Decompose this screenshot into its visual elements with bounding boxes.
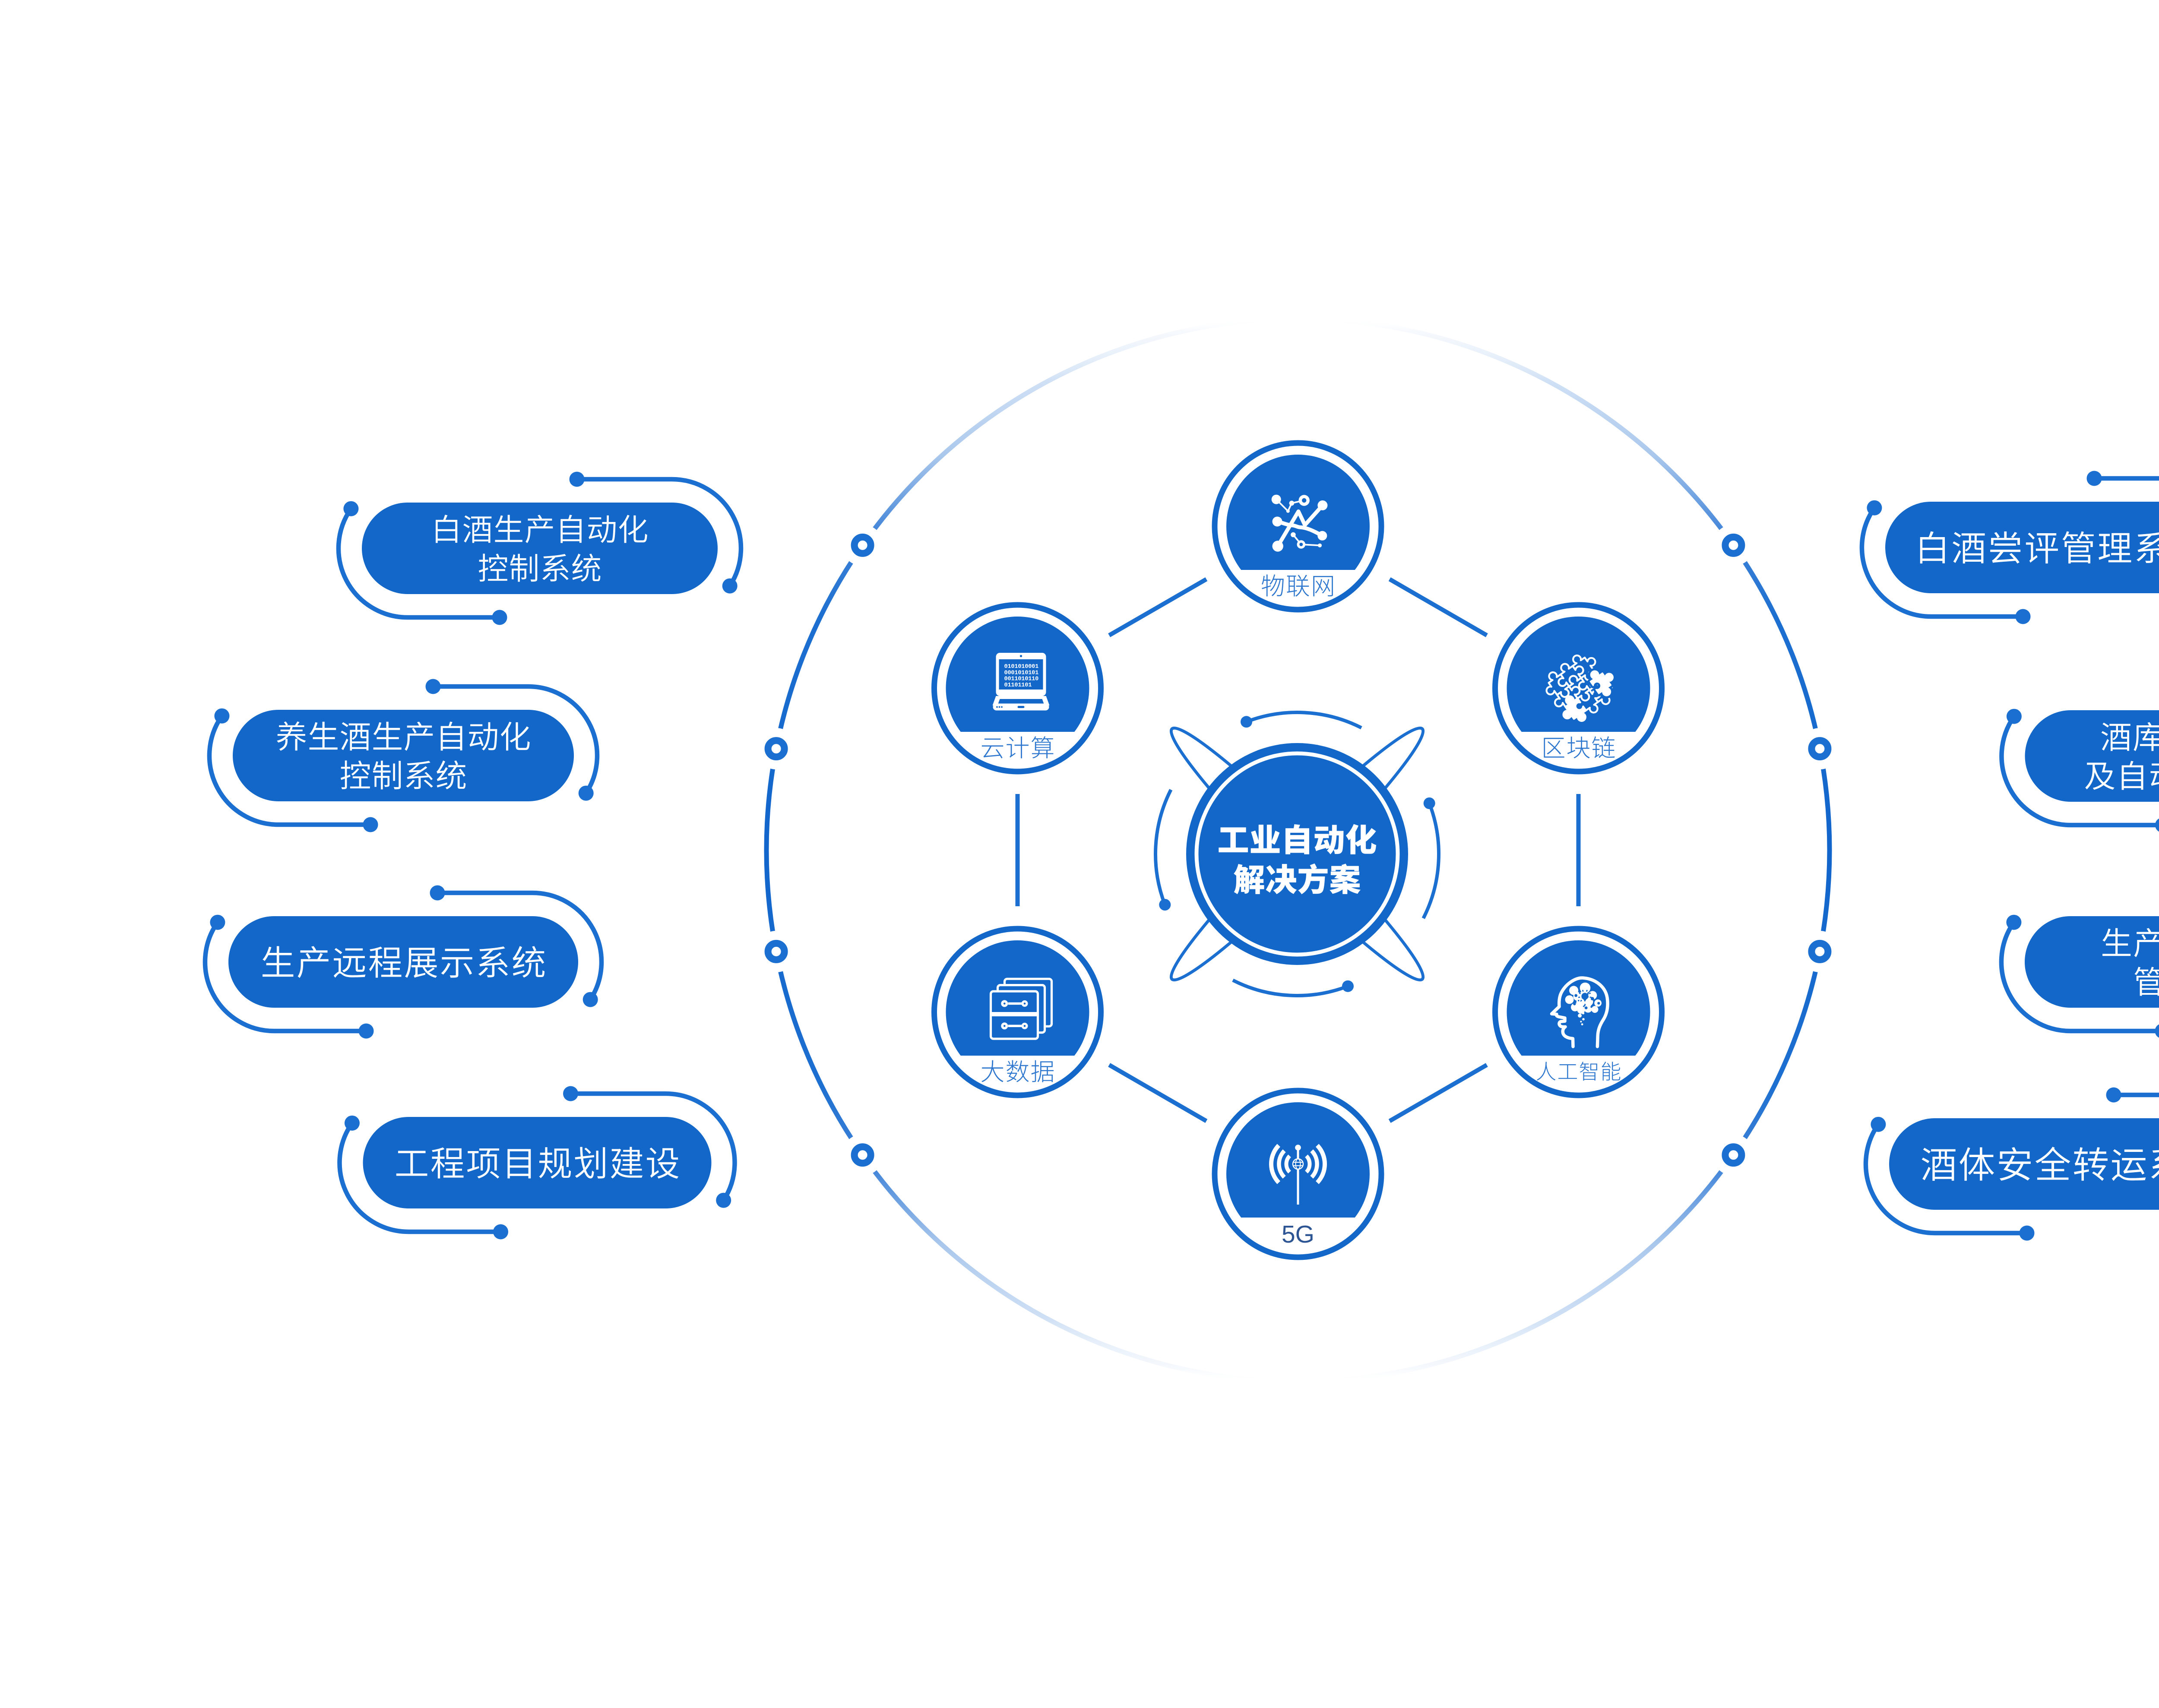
svg-text:01101101: 01101101 bbox=[1004, 682, 1032, 689]
svg-text:5G: 5G bbox=[1282, 1221, 1314, 1248]
svg-text:0001010101: 0001010101 bbox=[1004, 670, 1039, 676]
svg-text:0101010001: 0101010001 bbox=[1004, 664, 1039, 670]
svg-text:0011010110: 0011010110 bbox=[1004, 676, 1039, 683]
